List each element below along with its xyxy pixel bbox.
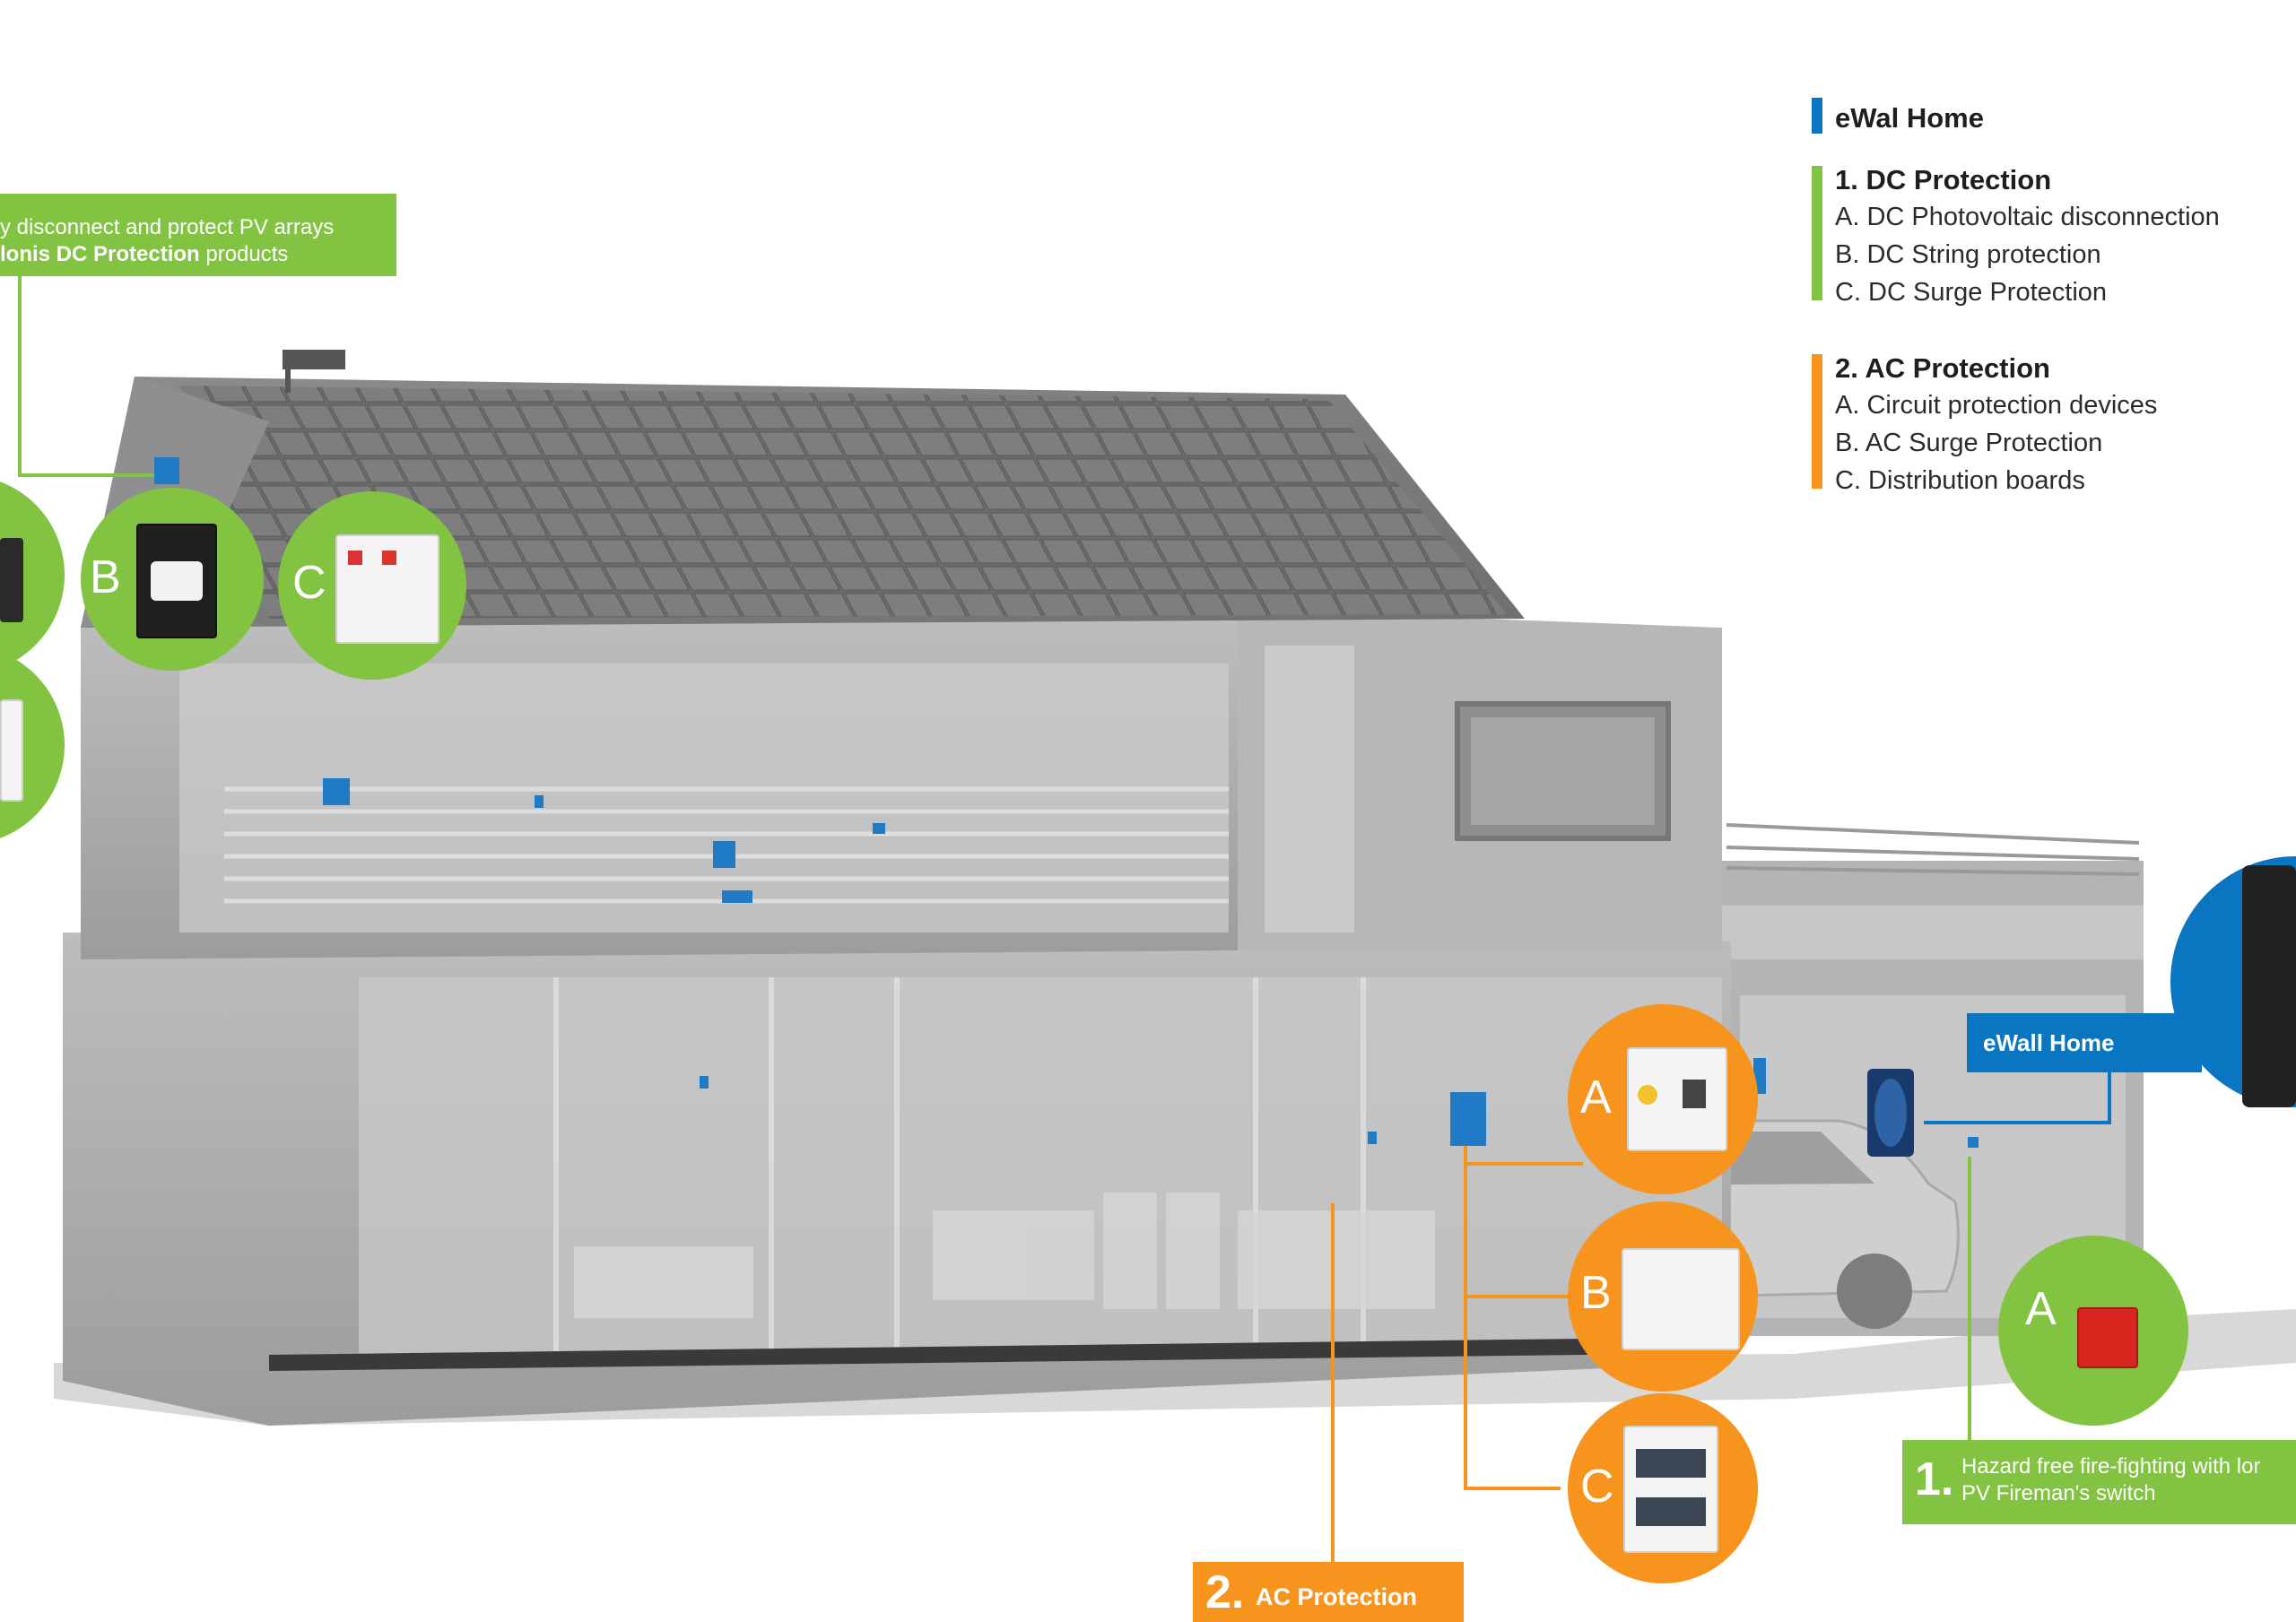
badge-letter: A (1580, 1071, 1612, 1123)
dc-badge-c: C (278, 491, 466, 680)
legend-ewal: eWal Home (1812, 94, 2278, 143)
disconnector-icon (0, 538, 23, 622)
breaker-row (1636, 1449, 1706, 1478)
legend-dc-item: C. DC Surge Protection (1835, 278, 2108, 307)
dc-callout-brand: lonis DC Protection (0, 242, 200, 266)
breaker-row (1636, 1497, 1706, 1526)
indicator (382, 551, 396, 565)
legend-dc-item: A. DC Photovoltaic disconnection (1835, 203, 2220, 231)
legend-ac-item: B. AC Surge Protection (1835, 429, 2103, 457)
rcd-breaker-icon (1627, 1047, 1727, 1151)
legend-dc-title: 1. DC Protection (1835, 164, 2052, 195)
ac-badge-a: A (1568, 1004, 1758, 1194)
legend-ac: 2. AC Protection A. Circuit protection d… (1812, 351, 2278, 499)
badge-letter: C (1580, 1461, 1614, 1513)
fire-callout-line1: Hazard free fire-fighting with lor (1961, 1454, 2261, 1479)
legend-ac-title: 2. AC Protection (1835, 352, 2050, 384)
legend: eWal Home 1. DC Protection A. DC Photovo… (1812, 94, 2278, 499)
rotary-isolator-icon (136, 524, 217, 638)
house-upper-floor (81, 610, 1722, 959)
dc-callout-line2: lonis DC Protection products (0, 242, 288, 267)
dc-protection-callout: y disconnect and protect PV arrays lonis… (0, 194, 396, 276)
fireman-switch-icon (2077, 1307, 2138, 1368)
legend-dc-item: B. DC String protection (1835, 240, 2101, 269)
fire-callout-number: 1. (1915, 1453, 1954, 1505)
legend-ac-item: A. Circuit protection devices (1835, 391, 2158, 420)
ac-callout-label: AC Protection (1256, 1583, 1418, 1610)
legend-ac-bar (1812, 354, 1822, 489)
ewall-connector-line (1924, 1072, 2111, 1124)
ac-badge-c: C (1568, 1393, 1758, 1583)
legend-ewal-bar (1812, 98, 1822, 134)
badge-letter: C (292, 557, 326, 609)
ac-connector-lines (1331, 1146, 1583, 1562)
device-icon (0, 699, 23, 802)
ewall-callout-label: eWall Home (1983, 1029, 2115, 1056)
ac-callout-number: 2. (1205, 1566, 1245, 1618)
dc-connector-line (18, 276, 154, 477)
surge-protector-icon (335, 534, 439, 644)
ac-badge-b: B (1568, 1201, 1758, 1392)
ewall-device-icon (2242, 865, 2296, 1107)
surge-protector-icon (1622, 1248, 1740, 1350)
toggle-lever (1683, 1080, 1706, 1108)
legend-ac-item: C. Distribution boards (1835, 466, 2085, 495)
rotary-knob (151, 561, 203, 601)
ac-protection-callout: 2. AC Protection (1193, 1562, 1464, 1622)
ewall-wall-device (1867, 1069, 1914, 1157)
fire-badge-a: A (1998, 1236, 2188, 1426)
fire-callout-line2: PV Fireman's switch (1961, 1481, 2156, 1505)
ewall-home-callout: eWall Home (1967, 1013, 2202, 1072)
indicator (348, 551, 362, 565)
badge-letter: A (2025, 1283, 2057, 1335)
legend-ewal-title: eWal Home (1835, 102, 1984, 134)
house-ground-floor (63, 932, 1732, 1426)
test-button (1638, 1085, 1657, 1105)
distribution-board-icon (1623, 1426, 1718, 1553)
fire-fighting-callout: 1. Hazard free fire-fighting with lor PV… (1902, 1440, 2296, 1524)
dc-callout-line2-rest: products (199, 242, 289, 266)
legend-dc: 1. DC Protection A. DC Photovoltaic disc… (1812, 162, 2278, 311)
legend-dc-bar (1812, 166, 1822, 300)
badge-letter: B (1580, 1267, 1612, 1319)
badge-letter: B (90, 551, 121, 603)
dc-badge-b: B (81, 488, 264, 671)
dc-callout-line1: y disconnect and protect PV arrays (0, 215, 335, 239)
equipment-markers (154, 457, 1979, 1148)
